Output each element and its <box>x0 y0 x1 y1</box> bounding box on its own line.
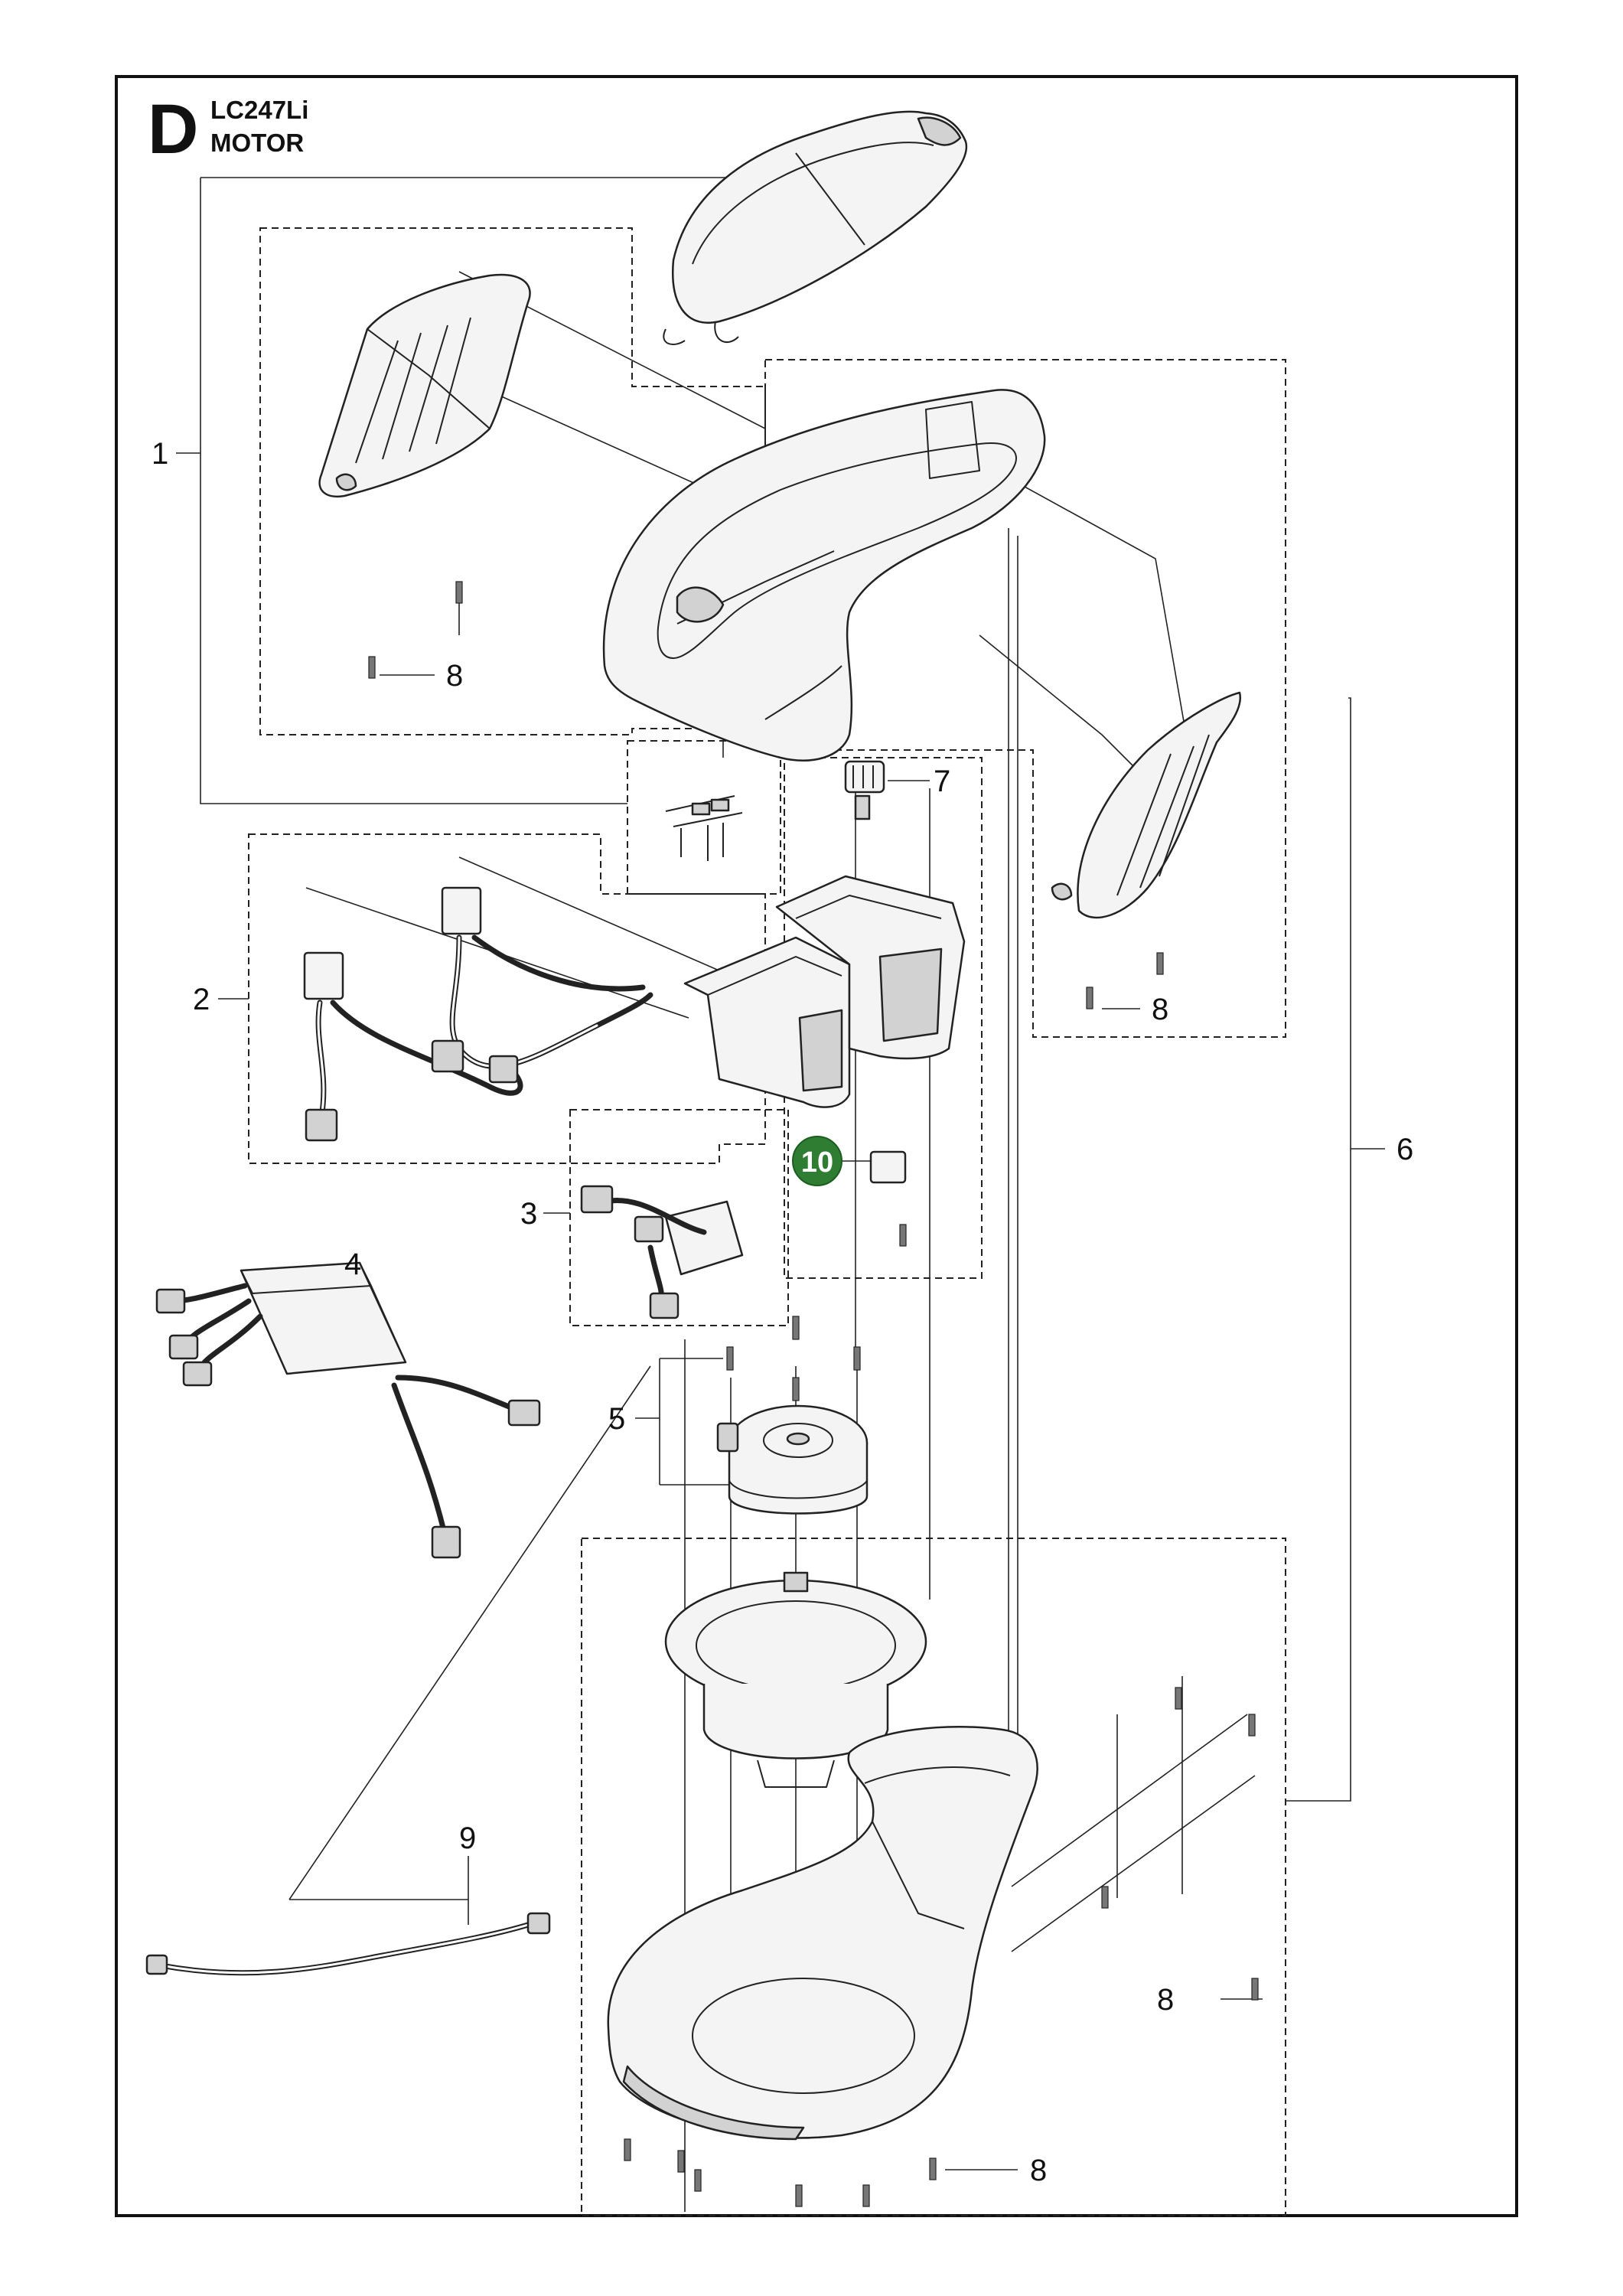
group-box-clips <box>627 740 781 895</box>
model-name: LC247Li <box>210 96 308 124</box>
group-box-module <box>569 1109 789 1326</box>
wiring-harness-part <box>303 886 653 1142</box>
left-side-panel-part <box>318 273 531 497</box>
section-letter: D <box>148 90 198 168</box>
callout-8: 8 <box>1030 2154 1047 2187</box>
callout-10: 10 <box>801 1146 833 1179</box>
cable-part <box>145 1912 551 1976</box>
callout-7: 7 <box>934 765 950 798</box>
lower-housing-part <box>607 1726 1038 2141</box>
connector-part <box>844 760 885 820</box>
callout-8: 8 <box>446 659 463 693</box>
callout-1: 1 <box>152 437 168 471</box>
callout-labels: 1 2 3 4 5 6 7 8 8 8 8 9 <box>152 437 1413 2187</box>
callout-3: 3 <box>520 1197 537 1231</box>
motor-part <box>716 1404 869 1515</box>
callout-8: 8 <box>1157 1983 1174 2017</box>
group-box-right-panel <box>764 359 1286 1038</box>
right-side-panel-part <box>1051 691 1242 919</box>
battery-pack-part <box>155 1261 541 1559</box>
callout-6: 6 <box>1396 1133 1413 1166</box>
callout-5: 5 <box>608 1402 625 1436</box>
screws <box>368 581 1259 2207</box>
upper-housing-part <box>602 389 1046 762</box>
callout-10-badge: 10 <box>792 1136 842 1186</box>
callout-4: 4 <box>344 1247 361 1281</box>
control-module-part <box>580 1150 907 1319</box>
clips-part <box>665 795 743 861</box>
callout-8: 8 <box>1152 993 1168 1026</box>
battery-holder-part <box>683 875 966 1108</box>
group-box-lower-housing <box>581 1538 1286 2216</box>
callout-9: 9 <box>459 1821 476 1855</box>
callout-2: 2 <box>193 983 210 1016</box>
section-title: MOTOR <box>210 129 304 157</box>
motor-housing-part <box>664 1571 927 1788</box>
group-box-wiring <box>248 833 766 1164</box>
handle-cover-part <box>663 110 968 345</box>
